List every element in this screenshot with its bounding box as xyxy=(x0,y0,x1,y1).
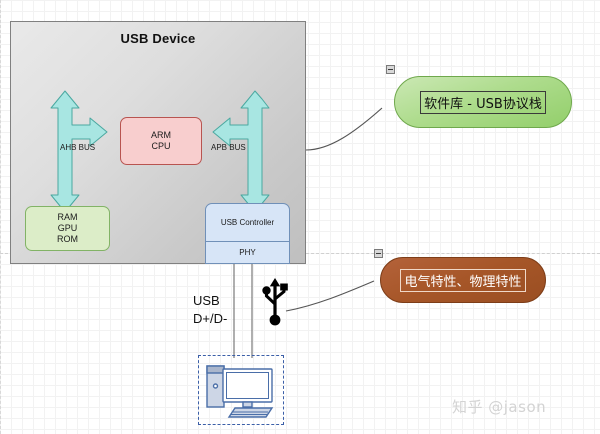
node-usb-controller[interactable]: USB Controller xyxy=(205,203,290,242)
callout-software-stack-label: 软件库 - USB协议栈 xyxy=(420,90,546,114)
apb-bus-label: APB BUS xyxy=(211,143,246,152)
pc-selection-box[interactable] xyxy=(198,355,284,425)
rom-label: ROM xyxy=(57,234,78,245)
usb-icon xyxy=(262,278,288,326)
phy-label: PHY xyxy=(239,247,256,257)
ram-label: RAM xyxy=(57,211,78,222)
connector-software xyxy=(305,107,383,151)
connector-electrical xyxy=(285,280,375,312)
collapse-minus-icon-software[interactable] xyxy=(386,65,395,74)
page-break-vertical xyxy=(0,0,1,434)
gpu-label: GPU xyxy=(57,222,78,233)
arm-cpu-line-1: ARM xyxy=(151,129,171,140)
watermark: 知乎 @jason xyxy=(452,398,547,416)
node-ram-gpu-rom[interactable]: RAM GPU ROM xyxy=(25,206,110,251)
node-arm-cpu[interactable]: ARM CPU xyxy=(120,117,202,165)
node-phy[interactable]: PHY xyxy=(205,242,290,264)
callout-electrical-physical[interactable]: 电气特性、物理特性 xyxy=(380,257,546,303)
collapse-minus-icon-electrical[interactable] xyxy=(374,249,383,258)
computer-icon[interactable] xyxy=(204,361,278,419)
usb-controller-label: USB Controller xyxy=(220,217,275,227)
arm-cpu-line-2: CPU xyxy=(151,141,171,151)
usb-signal-label: USB D+/D- xyxy=(193,292,227,327)
callout-software-stack[interactable]: 软件库 - USB协议栈 xyxy=(394,76,572,128)
usb-signal-line-1: USB xyxy=(193,293,220,308)
callout-electrical-physical-label: 电气特性、物理特性 xyxy=(400,268,526,292)
usb-device-title: USB Device xyxy=(120,31,196,46)
ahb-bus-label: AHB BUS xyxy=(60,143,96,152)
usb-signal-line-2: D+/D- xyxy=(193,310,228,326)
